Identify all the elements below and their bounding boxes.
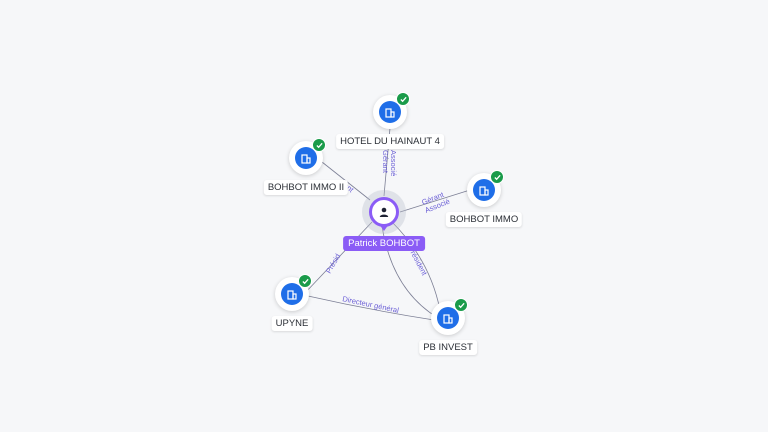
company-bubble[interactable] — [467, 170, 504, 207]
company-bubble[interactable] — [373, 92, 410, 129]
company-label: BOHBOT IMMO II — [263, 180, 349, 195]
company-bubble[interactable] — [275, 274, 312, 311]
company-label: PB INVEST — [419, 340, 477, 355]
edge-hotel-label-1: Gérant — [381, 150, 390, 174]
company-label: BOHBOT IMMO — [445, 212, 523, 227]
person-pin[interactable] — [369, 197, 399, 227]
verified-check-icon — [490, 170, 504, 184]
person-label: Patrick BOHBOT — [343, 236, 425, 251]
edge-immo — [399, 189, 471, 213]
verified-check-icon — [454, 298, 468, 312]
edge-hotel-label-2: Associé — [389, 150, 398, 176]
edge-upyne — [304, 221, 373, 294]
company-label: HOTEL DU HAINAUT 4 — [336, 134, 444, 149]
building-icon — [437, 307, 459, 329]
pin-tip — [379, 224, 389, 231]
company-label: UPYNE — [271, 316, 313, 331]
company-bubble[interactable] — [431, 298, 468, 335]
building-icon — [281, 283, 303, 305]
company-bubble[interactable] — [289, 138, 326, 175]
edge-upyne-pbinvest — [307, 295, 435, 321]
edge-upyne-pbinvest-label: Directeur général — [342, 294, 400, 315]
building-icon — [379, 101, 401, 123]
building-icon — [473, 179, 495, 201]
edge-upyne-label: Présid — [324, 252, 342, 275]
verified-check-icon — [298, 274, 312, 288]
person-icon — [379, 207, 389, 217]
edge-pbinvest — [391, 221, 441, 311]
verified-check-icon — [312, 138, 326, 152]
verified-check-icon — [396, 92, 410, 106]
building-icon — [295, 147, 317, 169]
